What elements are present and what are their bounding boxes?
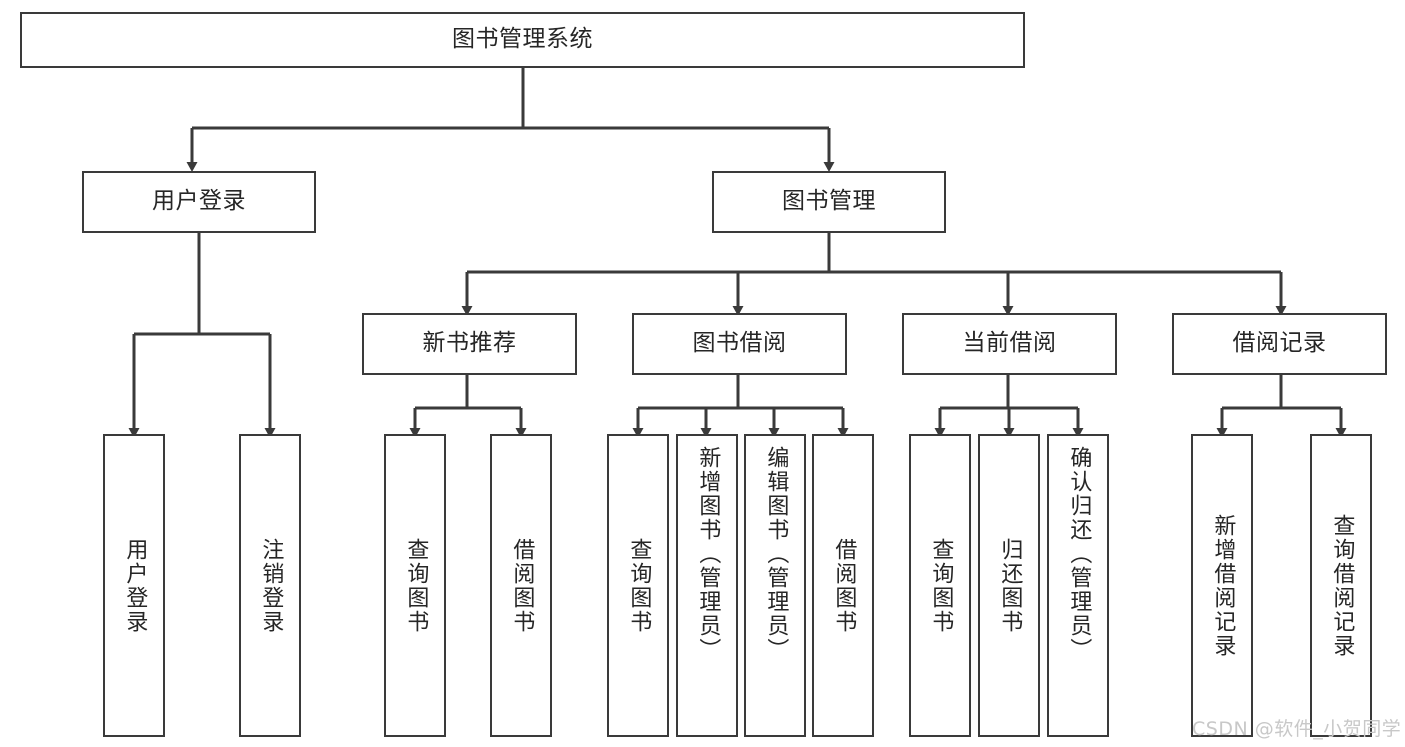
leaf-borrow-query-book-label: 查询图书 [626,537,652,634]
leaf-new-book-borrow-label: 借阅图书 [509,537,535,634]
leaf-current-return-book-label: 归还图书 [997,537,1023,634]
node-book-borrow[interactable]: 图书借阅 [632,313,847,375]
node-new-book-recommend[interactable]: 新书推荐 [362,313,577,375]
leaf-new-book-query[interactable]: 查询图书 [384,434,446,737]
node-user-login[interactable]: 用户登录 [82,171,316,233]
leaf-user-login-signin-label: 用户登录 [122,537,148,634]
leaf-new-book-borrow[interactable]: 借阅图书 [490,434,552,737]
node-book-borrow-label: 图书借阅 [692,330,787,357]
node-book-management-label: 图书管理 [782,188,876,215]
node-book-management[interactable]: 图书管理 [712,171,946,233]
node-borrow-records[interactable]: 借阅记录 [1172,313,1387,375]
leaf-borrow-add-book-admin[interactable]: 新增图书（管理员） [676,434,738,737]
leaf-new-book-query-label: 查询图书 [403,537,429,634]
leaf-records-query-record[interactable]: 查询借阅记录 [1310,434,1372,737]
leaf-records-query-record-label: 查询借阅记录 [1329,513,1355,658]
leaf-borrow-query-book[interactable]: 查询图书 [607,434,669,737]
node-current-borrow-label: 当前借阅 [962,330,1057,357]
leaf-borrow-edit-book-admin-label: 编辑图书（管理员） [763,446,789,662]
node-current-borrow[interactable]: 当前借阅 [902,313,1117,375]
node-user-login-label: 用户登录 [152,188,246,215]
leaf-borrow-edit-book-admin[interactable]: 编辑图书（管理员） [744,434,806,737]
leaf-current-query-book-label: 查询图书 [928,537,954,634]
leaf-borrow-borrow-book[interactable]: 借阅图书 [812,434,874,737]
node-new-book-recommend-label: 新书推荐 [422,330,517,357]
leaf-current-confirm-return-admin[interactable]: 确认归还（管理员） [1047,434,1109,737]
node-root-label: 图书管理系统 [452,26,593,53]
leaf-user-login-signout[interactable]: 注销登录 [239,434,301,737]
leaf-records-add-record-label: 新增借阅记录 [1210,513,1236,658]
leaf-borrow-add-book-admin-label: 新增图书（管理员） [695,446,721,662]
leaf-records-add-record[interactable]: 新增借阅记录 [1191,434,1253,737]
leaf-user-login-signout-label: 注销登录 [258,537,284,634]
node-borrow-records-label: 借阅记录 [1232,330,1327,357]
watermark-text: CSDN @软件_小贺同学 [1192,718,1402,740]
leaf-current-confirm-return-admin-label: 确认归还（管理员） [1066,446,1092,662]
leaf-user-login-signin[interactable]: 用户登录 [103,434,165,737]
leaf-current-return-book[interactable]: 归还图书 [978,434,1040,737]
node-root[interactable]: 图书管理系统 [20,12,1025,68]
leaf-borrow-borrow-book-label: 借阅图书 [831,537,857,634]
leaf-current-query-book[interactable]: 查询图书 [909,434,971,737]
